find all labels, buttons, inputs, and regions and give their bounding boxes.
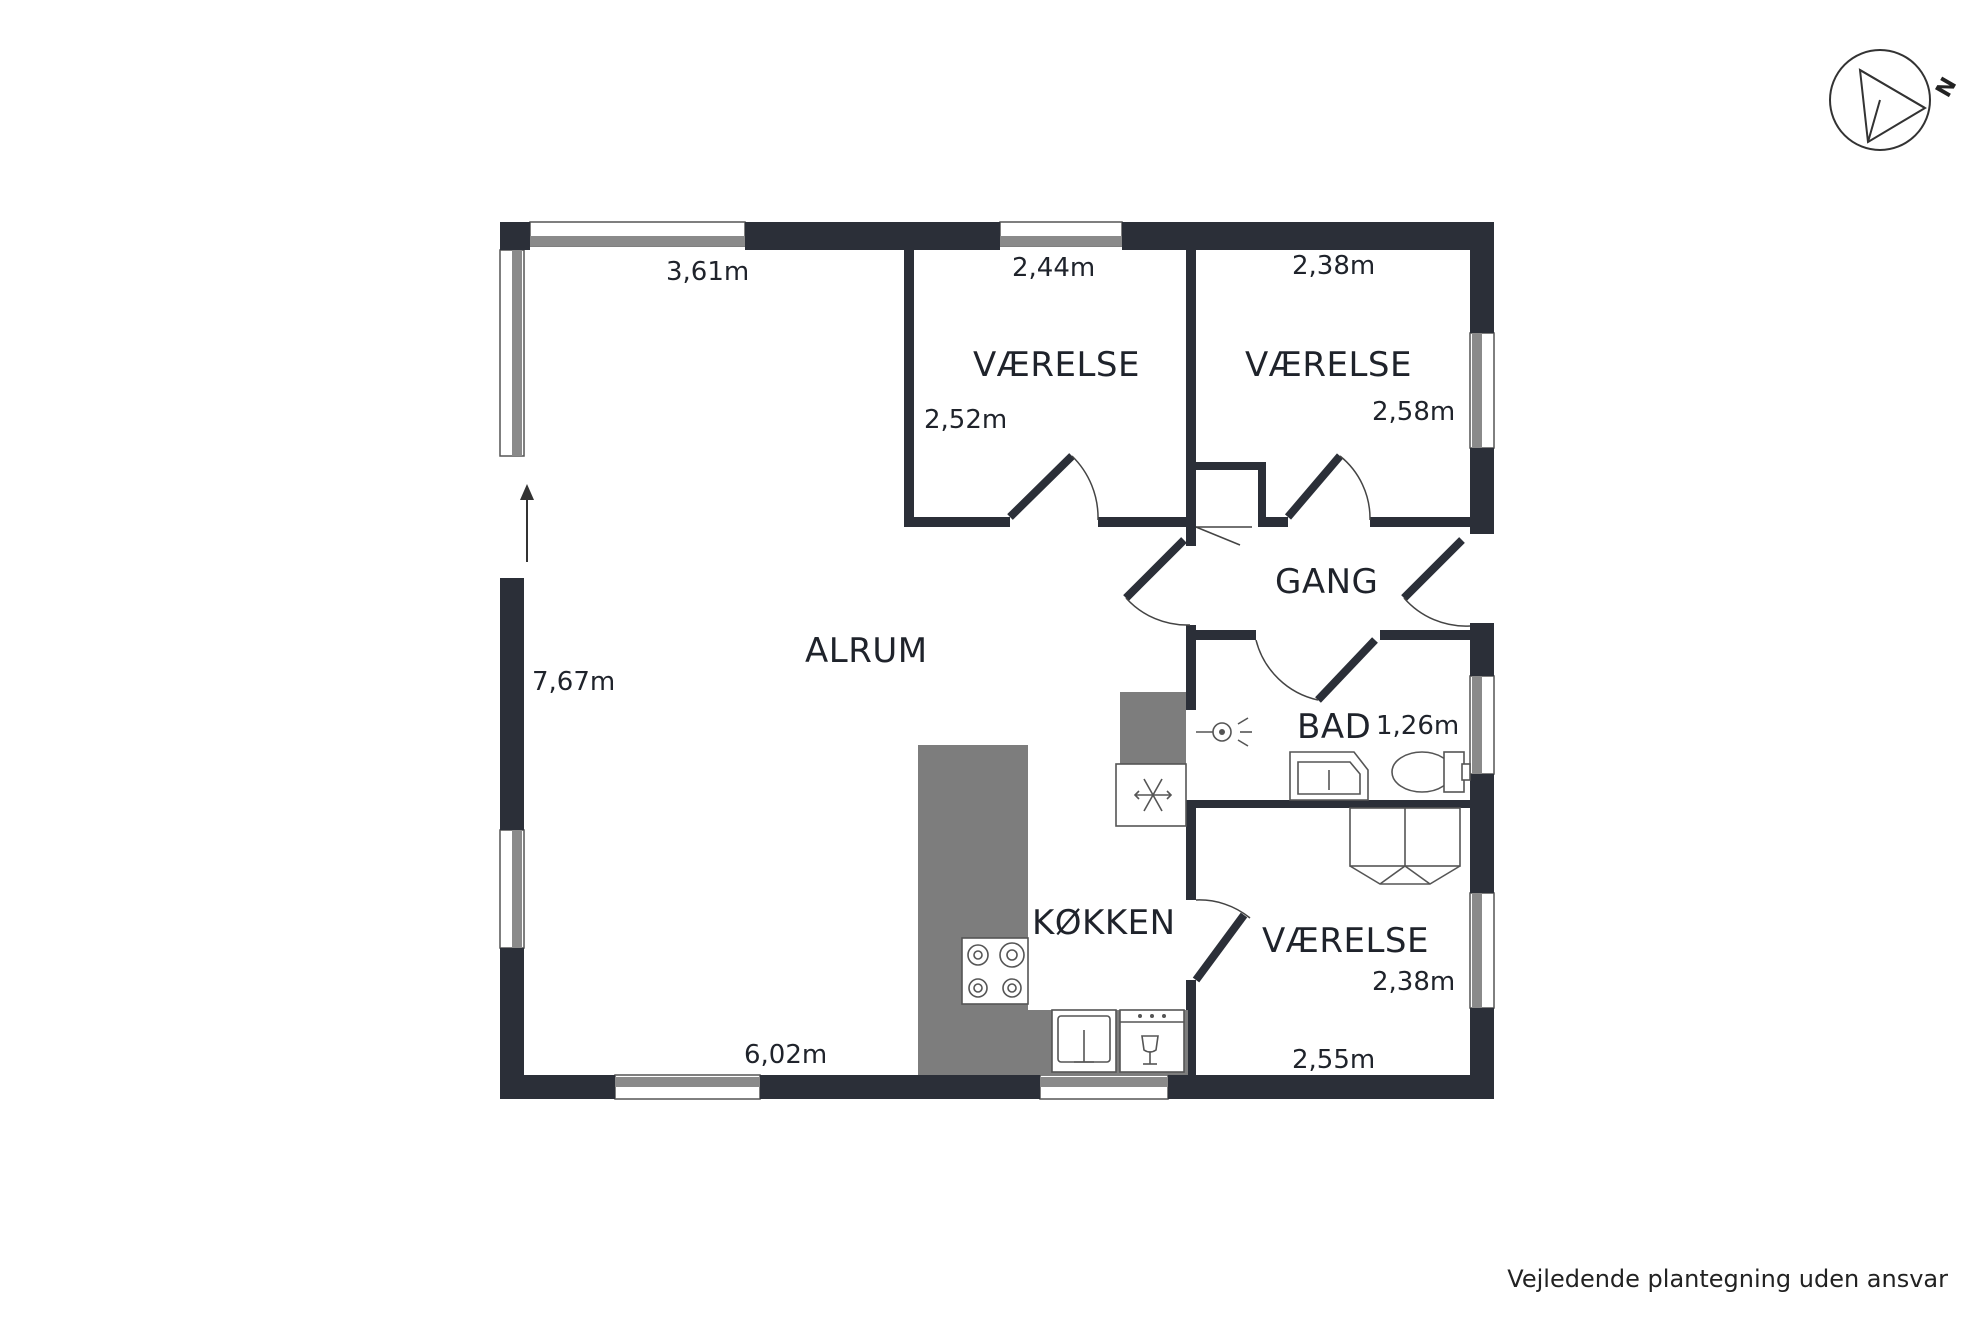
room-label-bad: BAD	[1297, 707, 1371, 747]
dimension-bad-width: 1,26m	[1376, 711, 1459, 741]
compass: N	[1829, 49, 1962, 151]
dimension-vaerelse-1-width: 2,44m	[1012, 253, 1095, 283]
exterior-walls	[500, 222, 1494, 1099]
dimension-vaerelse-2-width: 2,38m	[1292, 251, 1375, 281]
room-label-koekken: KØKKEN	[1032, 903, 1176, 943]
room-label-vaerelse-1: VÆRELSE	[973, 345, 1140, 385]
room-label-alrum: ALRUM	[805, 631, 928, 671]
dimension-alrum-top: 3,61m	[666, 257, 749, 287]
toilet-icon	[1391, 751, 1471, 793]
room-label-vaerelse-2: VÆRELSE	[1245, 345, 1412, 385]
dimension-alrum-left: 7,67m	[532, 667, 615, 697]
dimension-vaerelse-3-height: 2,38m	[1372, 967, 1455, 997]
dishwasher-icon	[1119, 1009, 1185, 1073]
dimension-vaerelse-3-width: 2,55m	[1292, 1045, 1375, 1075]
bathroom-sink-icon	[1289, 751, 1369, 801]
bathroom-fixtures	[1196, 717, 1471, 801]
stove-icon	[961, 937, 1029, 1005]
disclaimer-text: Vejledende plantegning uden ansvar	[1507, 1265, 1948, 1293]
dimension-alrum-bottom: 6,02m	[744, 1040, 827, 1070]
dimension-vaerelse-1-height: 2,52m	[924, 405, 1007, 435]
compass-north-label: N	[1931, 73, 1962, 101]
dimension-vaerelse-2-height: 2,58m	[1372, 397, 1455, 427]
shower-icon	[1196, 717, 1252, 747]
closet	[1349, 807, 1461, 885]
doors	[1007, 453, 1471, 983]
tall-cabinet	[1120, 692, 1186, 764]
room-label-vaerelse-3: VÆRELSE	[1262, 921, 1429, 961]
windows	[499, 221, 1495, 1100]
kitchen-fixtures	[918, 692, 1188, 1075]
room-label-gang: GANG	[1275, 562, 1378, 602]
entrance-arrow	[520, 484, 534, 562]
interior-walls	[904, 246, 1474, 1080]
